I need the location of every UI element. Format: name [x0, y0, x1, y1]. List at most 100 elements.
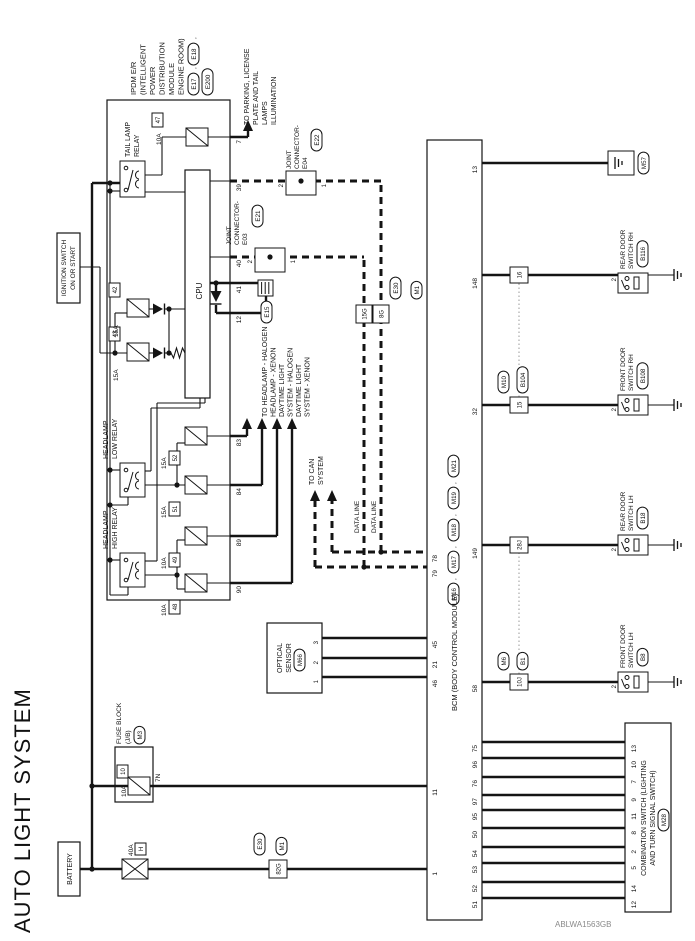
label: 79 — [432, 570, 439, 578]
label: 2 — [612, 277, 618, 281]
label: CPU — [195, 282, 204, 299]
junction-dot — [267, 254, 273, 260]
label: (INTELLIGENT — [139, 44, 148, 95]
label: BATTERY — [67, 853, 74, 885]
label: DISTRIBUTION — [158, 42, 167, 95]
label: 84 — [236, 488, 243, 496]
label: SYSTEM — [318, 456, 325, 485]
label: , — [191, 37, 198, 39]
connector-ref-M57 — [637, 151, 650, 175]
ipdm-er-box — [106, 99, 231, 601]
connector-ref-M17 — [447, 550, 460, 574]
fuse-symbol-diagonal — [184, 426, 208, 446]
label: 2 — [631, 850, 638, 854]
connector-ref-label: M1 — [414, 285, 421, 294]
junction-dot — [89, 866, 95, 872]
fuse-symbol-diagonal — [184, 475, 208, 495]
connector-ref-label: M17 — [451, 555, 458, 568]
connector-ref-M66 — [293, 648, 306, 672]
label: 52 — [472, 885, 479, 893]
relay-coil-icon — [135, 561, 140, 580]
label: 1 — [291, 259, 297, 263]
label: 7N — [155, 773, 162, 782]
connector-15G-label: 15G — [362, 308, 368, 320]
label: 11 — [432, 789, 439, 796]
relay-symbol — [119, 552, 146, 588]
label: 9 — [631, 798, 638, 802]
connector-ref-B116 — [636, 240, 649, 268]
label: 10A — [161, 604, 168, 616]
connector-ref-B104 — [516, 366, 529, 394]
label: , — [451, 546, 458, 548]
label: BCM (BODY CONTROL MODULE) — [450, 593, 459, 711]
switch-lever-icon — [621, 541, 625, 550]
connector-10J-label: 10J — [517, 677, 523, 687]
label: 10A — [156, 133, 163, 145]
switch-contact-icon — [624, 407, 630, 412]
connector-ref-M19 — [447, 486, 460, 510]
label: 149 — [472, 548, 479, 559]
label: 10A — [161, 557, 168, 569]
label: SWITCH LH — [628, 495, 635, 531]
connector-ref-E18 — [187, 42, 200, 66]
label: , — [451, 482, 458, 484]
label: , — [451, 578, 458, 580]
label: SYSTEM - HALOGEN — [288, 348, 295, 417]
connector-ref-E15 — [260, 300, 273, 324]
junction-dot — [378, 549, 384, 555]
label: 39 — [236, 184, 243, 192]
label: DATA LINE — [371, 500, 378, 533]
connector-ref-label: E22 — [314, 134, 321, 146]
connector-ref-label: E200 — [205, 74, 212, 89]
label: 41 — [236, 286, 243, 294]
connector-28J-label: 28J — [517, 540, 523, 550]
fuse-47 — [151, 112, 164, 128]
switch-contact-icon — [624, 398, 630, 403]
connector-ref-M1 — [275, 836, 288, 856]
relay-coil-icon — [135, 170, 140, 189]
connector-ref-E30 — [253, 832, 266, 856]
connector-82G-label: 82G — [276, 863, 282, 875]
label: 40A — [128, 844, 135, 856]
label: 148 — [472, 278, 479, 289]
label: HEADLAMP — [103, 420, 110, 459]
label: 10A — [121, 785, 128, 797]
label: 95 — [472, 813, 479, 821]
label: 12 — [236, 316, 243, 324]
label: TO HEADLAMP - HALOGEN — [262, 327, 269, 417]
connector-ref-label: B18 — [640, 512, 647, 524]
label: 2 — [314, 660, 320, 664]
relay-terminal-icon — [123, 577, 129, 583]
fusible-link-H — [134, 842, 147, 856]
relay-contact-icon — [127, 561, 134, 581]
label: DATA LINE — [354, 500, 361, 533]
relay-terminal-icon — [123, 187, 129, 193]
connector-ref-label: M16 — [451, 587, 458, 600]
fuse-symbol-diagonal — [127, 776, 151, 796]
fuse-42-label: 42 — [113, 286, 119, 293]
battery-box — [57, 841, 81, 897]
fuse-47-label: 47 — [156, 116, 162, 123]
connector-8G-label: 8G — [379, 310, 385, 318]
switch-contact-icon — [624, 547, 630, 552]
switch-contact-icon — [624, 276, 630, 281]
connector-ref-label: M19 — [451, 491, 458, 504]
connector-ref-M1 — [410, 280, 423, 300]
connector-15G — [355, 304, 373, 324]
label: 7 — [631, 780, 638, 784]
label: RELAY — [134, 134, 141, 157]
switch-contact-icon — [624, 285, 630, 290]
connector-ref-label: M18 — [451, 523, 458, 536]
label: 13 — [631, 745, 638, 753]
label: 78 — [432, 555, 439, 563]
label: 12 — [631, 901, 638, 909]
label: , — [191, 67, 198, 69]
fuse-52-label: 52 — [173, 454, 179, 461]
connector-15-label: 15 — [517, 401, 523, 408]
label: ENGINE ROOM) — [177, 38, 186, 95]
junction-dot — [112, 350, 118, 356]
connector-ref-label: E30 — [393, 282, 400, 294]
label: 10 — [631, 761, 638, 769]
fuse-symbol-diagonal — [126, 342, 150, 362]
cpu-box — [184, 169, 211, 399]
